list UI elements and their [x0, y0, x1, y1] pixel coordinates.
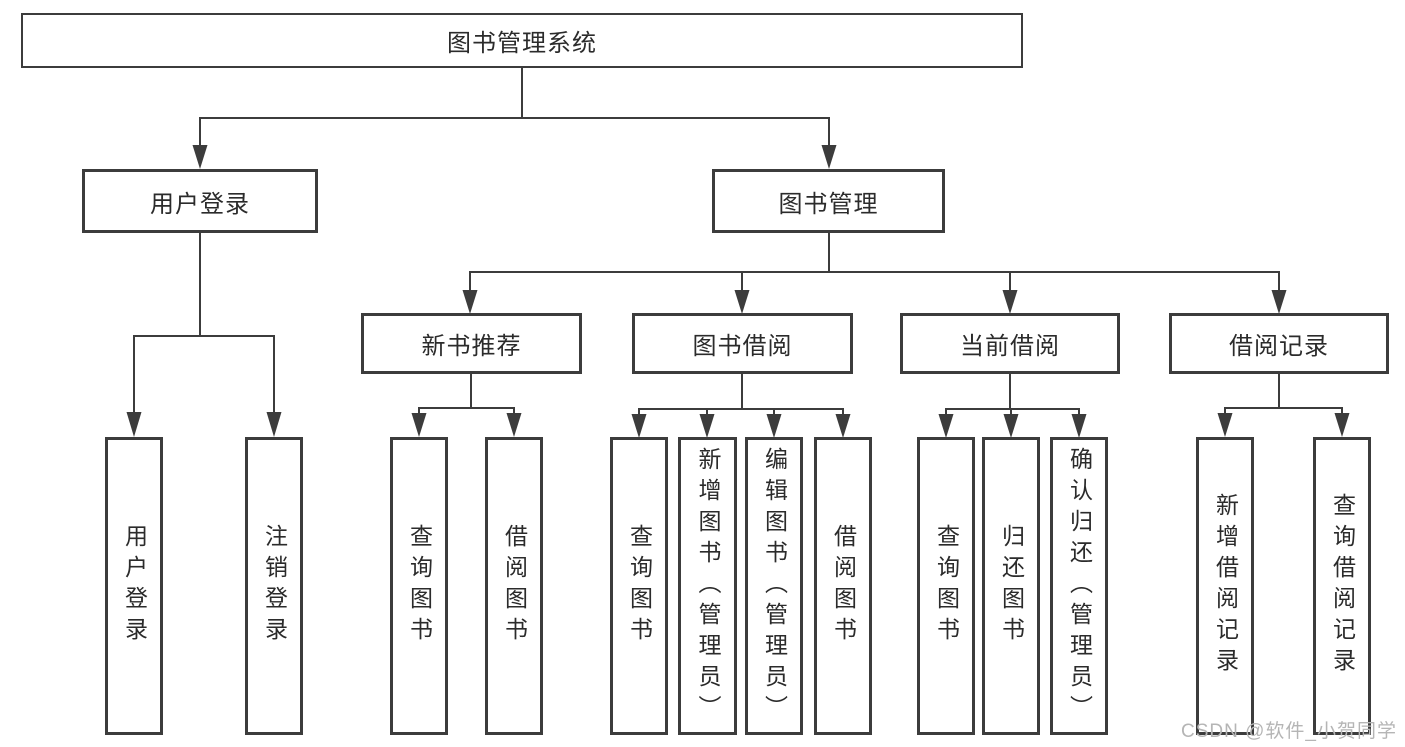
node-label: 图书管理 — [778, 190, 879, 218]
leaf-label: 用户登录 — [121, 524, 148, 648]
leaf-nbr-query-books: 查询图书 — [390, 437, 448, 735]
leaf-cb-query-books: 查询图书 — [917, 437, 975, 735]
leaf-bb-borrow-books: 借阅图书 — [814, 437, 872, 735]
node-book-borrowing: 图书借阅 — [632, 313, 853, 374]
watermark-text: CSDN @软件_小贺同学 — [1181, 721, 1397, 742]
node-label: 新书推荐 — [421, 333, 522, 360]
node-current-borrowing: 当前借阅 — [900, 313, 1120, 374]
leaf-logout-login: 注销登录 — [245, 437, 303, 735]
leaf-br-add-record: 新增借阅记录 — [1196, 437, 1254, 735]
leaf-label: 新增借阅记录 — [1212, 493, 1239, 679]
leaf-label: 注销登录 — [261, 524, 288, 648]
leaf-label: 归还图书 — [998, 524, 1025, 648]
node-label: 图书管理系统 — [447, 30, 597, 57]
leaf-label: 借阅图书 — [501, 524, 528, 648]
leaf-label: 查询图书 — [406, 524, 433, 648]
leaf-bb-add-books-admin: 新增图书（管理员） — [678, 437, 737, 735]
node-label: 借阅记录 — [1229, 333, 1329, 360]
node-user-login: 用户登录 — [82, 169, 318, 233]
leaf-bb-query-books: 查询图书 — [610, 437, 668, 735]
leaf-nbr-borrow-books: 借阅图书 — [485, 437, 543, 735]
node-library-system: 图书管理系统 — [21, 13, 1023, 68]
leaf-label: 查询借阅记录 — [1329, 493, 1356, 679]
node-book-management: 图书管理 — [712, 169, 945, 233]
leaf-cb-confirm-return-admin: 确认归还（管理员） — [1050, 437, 1108, 735]
node-label: 用户登录 — [150, 190, 250, 218]
leaf-label: 新增图书（管理员） — [695, 446, 721, 726]
leaf-cb-return-books: 归还图书 — [982, 437, 1040, 735]
leaf-label: 借阅图书 — [830, 524, 857, 648]
leaf-bb-edit-books-admin: 编辑图书（管理员） — [745, 437, 803, 735]
node-label: 图书借阅 — [692, 333, 793, 360]
leaf-label: 编辑图书（管理员） — [761, 446, 788, 726]
leaf-label: 确认归还（管理员） — [1066, 446, 1093, 726]
leaf-user-login: 用户登录 — [105, 437, 163, 735]
leaf-label: 查询图书 — [626, 524, 653, 648]
leaf-label: 查询图书 — [933, 524, 960, 648]
node-label: 当前借阅 — [960, 333, 1060, 360]
node-new-book-recommend: 新书推荐 — [361, 313, 582, 374]
leaf-br-query-record: 查询借阅记录 — [1313, 437, 1371, 735]
node-borrow-records: 借阅记录 — [1169, 313, 1389, 374]
